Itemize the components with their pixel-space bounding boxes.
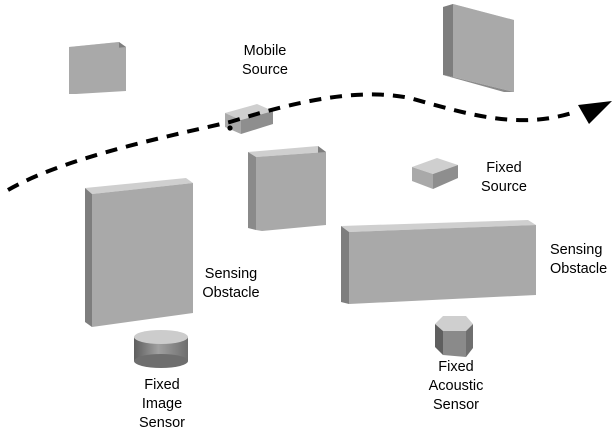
- sensing-obstacle-left-label: Sensing Obstacle: [202, 266, 260, 301]
- sensing-obstacle-left: [85, 178, 193, 327]
- dashed-arrow-icon: [578, 101, 612, 124]
- block-top-left: [69, 42, 126, 94]
- block-center: [248, 146, 326, 231]
- fixed-image-sensor: [134, 330, 188, 368]
- mobile-source-path: [7, 92, 612, 192]
- mobile-source-lens-icon: [227, 125, 233, 131]
- sensing-obstacle-right-label: Sensing Obstacle: [550, 242, 608, 277]
- mobile-source: [225, 104, 273, 134]
- fixed-acoustic-sensor: [435, 316, 473, 357]
- mobile-source-label: Mobile Source: [242, 43, 288, 78]
- block-top-right: [443, 4, 514, 92]
- sensing-obstacle-right: [341, 220, 536, 304]
- fixed-acoustic-sensor-label: Fixed Acoustic Sensor: [428, 359, 484, 413]
- fixed-image-sensor-label: Fixed Image Sensor: [139, 377, 185, 431]
- fixed-source: [412, 158, 458, 189]
- fixed-source-label: Fixed Source: [481, 160, 527, 195]
